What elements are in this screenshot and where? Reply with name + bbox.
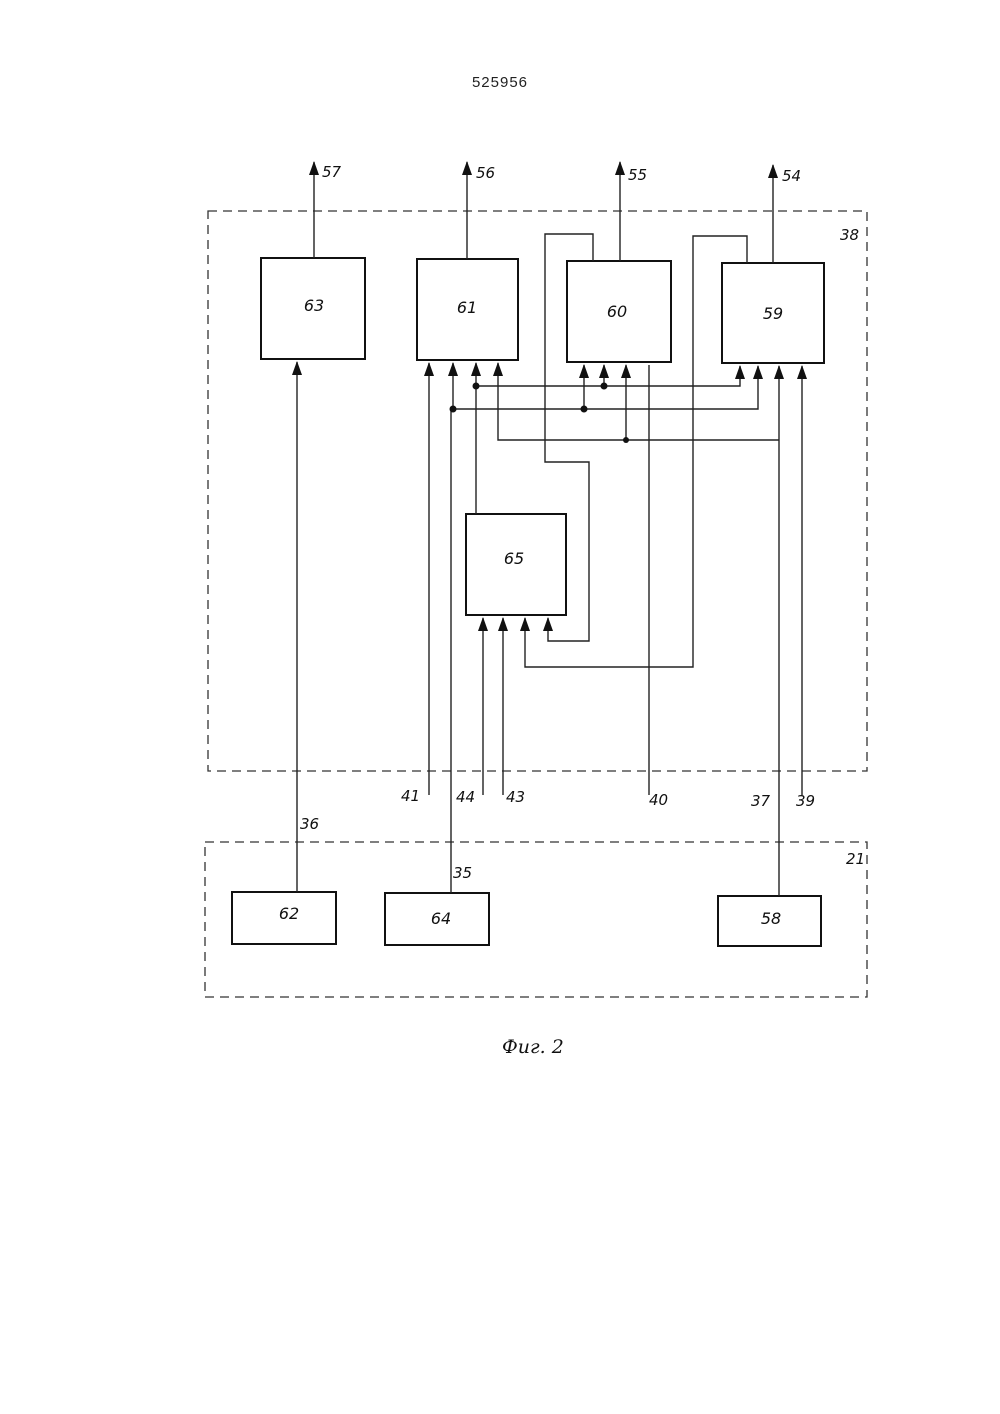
input-43-label: 43 (506, 788, 525, 806)
junction-dot (581, 406, 588, 413)
output-56-label: 56 (476, 164, 495, 182)
output-55-label: 55 (628, 166, 647, 184)
junction-dot (601, 383, 608, 390)
group-21-label: 21 (846, 850, 865, 868)
bus-65-to-59 (476, 366, 740, 386)
input-41-label: 41 (401, 787, 420, 805)
input-36-label: 36 (300, 815, 319, 833)
input-37-label: 37 (751, 792, 771, 810)
block-59-label: 59 (763, 304, 783, 323)
input-35-label: 35 (453, 864, 472, 882)
block-64-label: 64 (431, 909, 451, 928)
junction-dot (473, 383, 480, 390)
block-63-label: 63 (304, 296, 324, 315)
block-58-label: 58 (761, 909, 781, 928)
output-57-label: 57 (322, 163, 342, 181)
input-40-label: 40 (649, 791, 668, 809)
input-39-label: 39 (796, 792, 815, 810)
group-38-label: 38 (840, 226, 859, 244)
junction-dot (450, 406, 457, 413)
bus-37-to-61 (498, 363, 779, 440)
figure-caption: Фиг. 2 (502, 1036, 564, 1058)
block-61-label: 61 (457, 298, 477, 317)
block-62-label: 62 (279, 904, 299, 923)
output-54-label: 54 (782, 167, 801, 185)
input-44-label: 44 (456, 788, 475, 806)
junction-dot (623, 437, 629, 443)
block-60-label: 60 (607, 302, 627, 321)
block-65-label: 65 (504, 549, 524, 568)
